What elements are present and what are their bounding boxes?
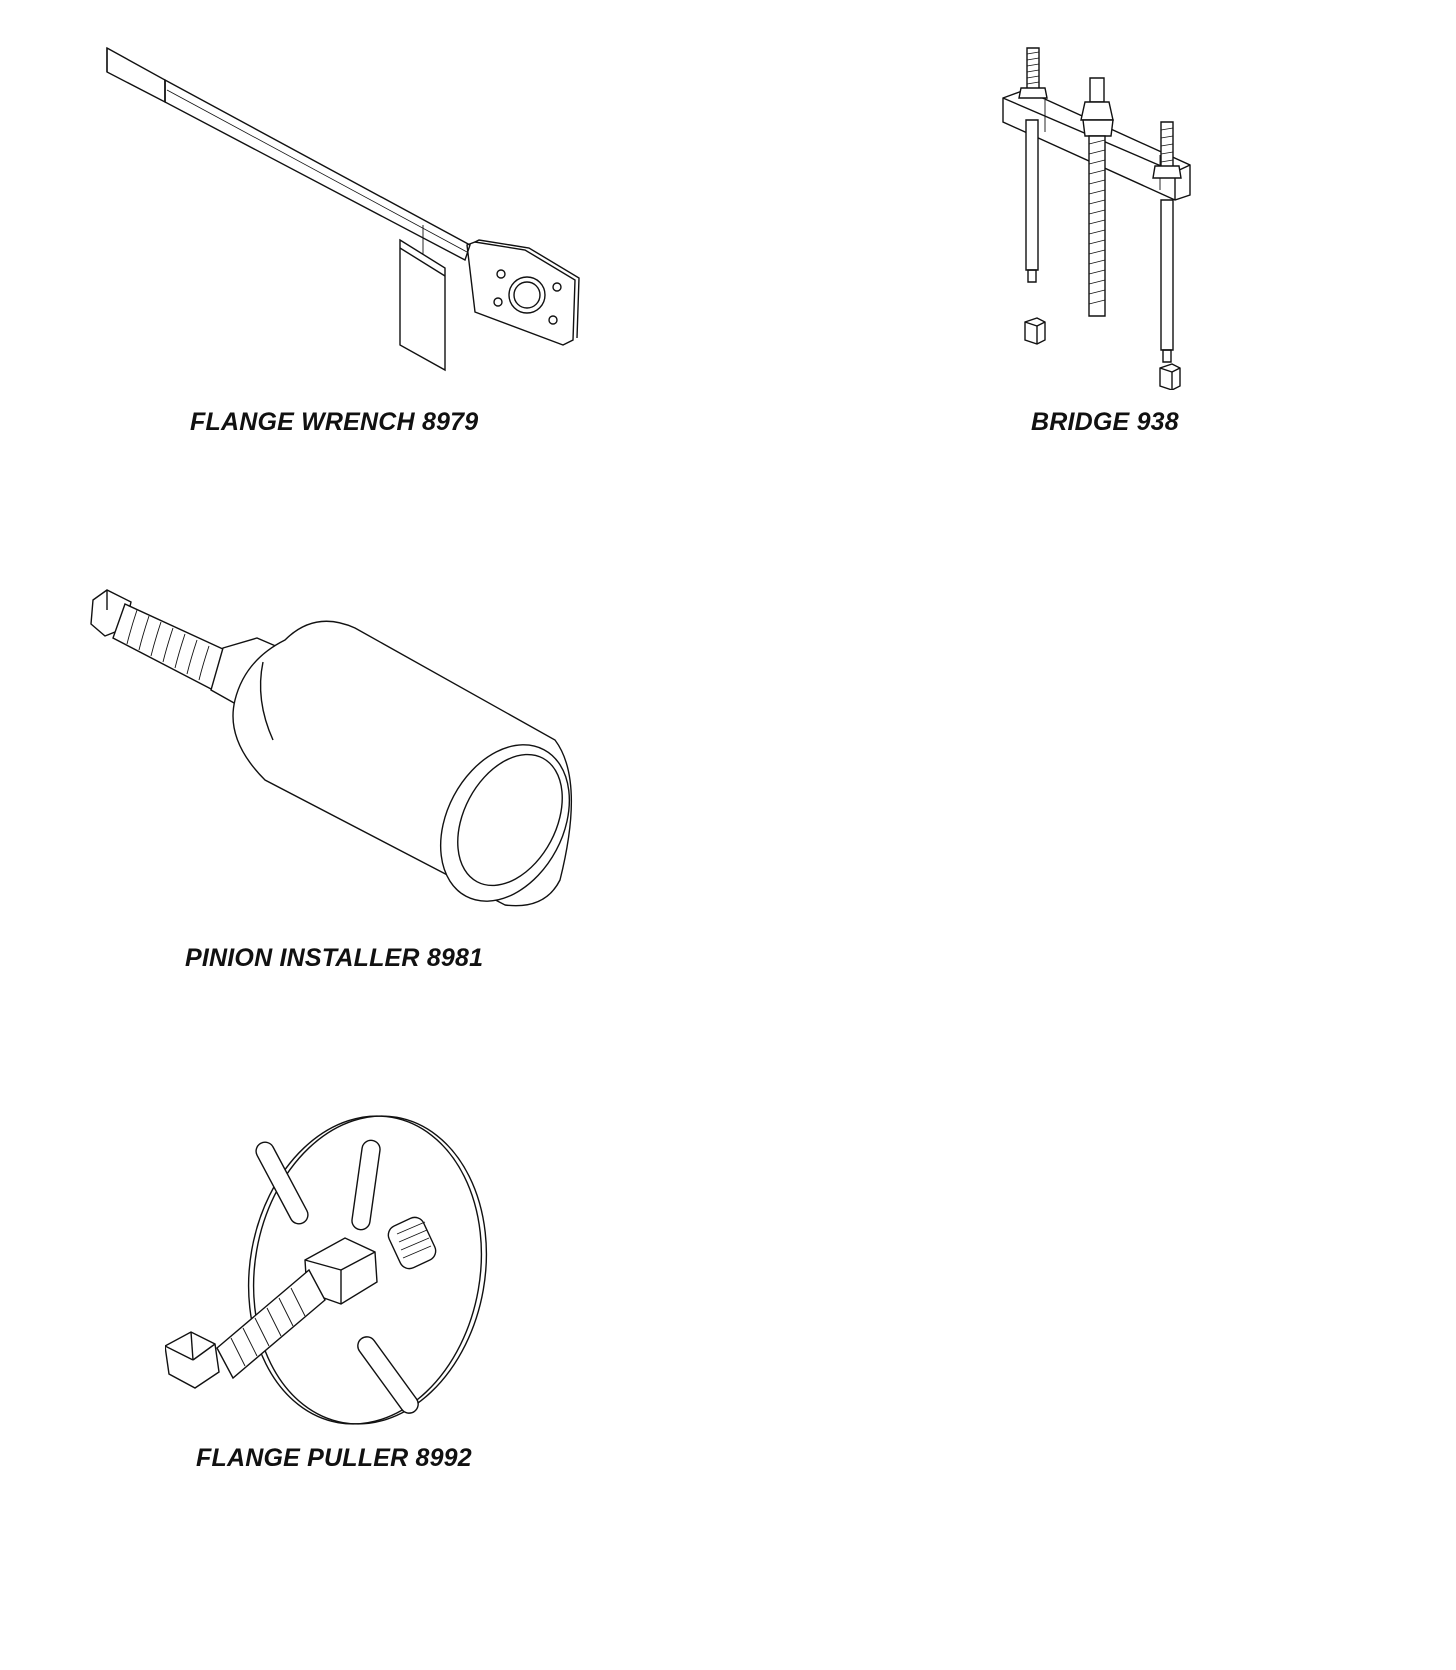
- flange-wrench-label: FLANGE WRENCH 8979: [190, 408, 479, 436]
- pinion-installer-label: PINION INSTALLER 8981: [185, 944, 484, 972]
- bridge-illustration: [985, 40, 1225, 390]
- pinion-installer-illustration: [85, 580, 605, 950]
- flange-wrench-illustration: [95, 40, 595, 400]
- flange-puller-label: FLANGE PULLER 8992: [196, 1444, 472, 1472]
- flange-puller-illustration: [165, 1110, 505, 1440]
- bridge-label: BRIDGE 938: [1031, 408, 1179, 436]
